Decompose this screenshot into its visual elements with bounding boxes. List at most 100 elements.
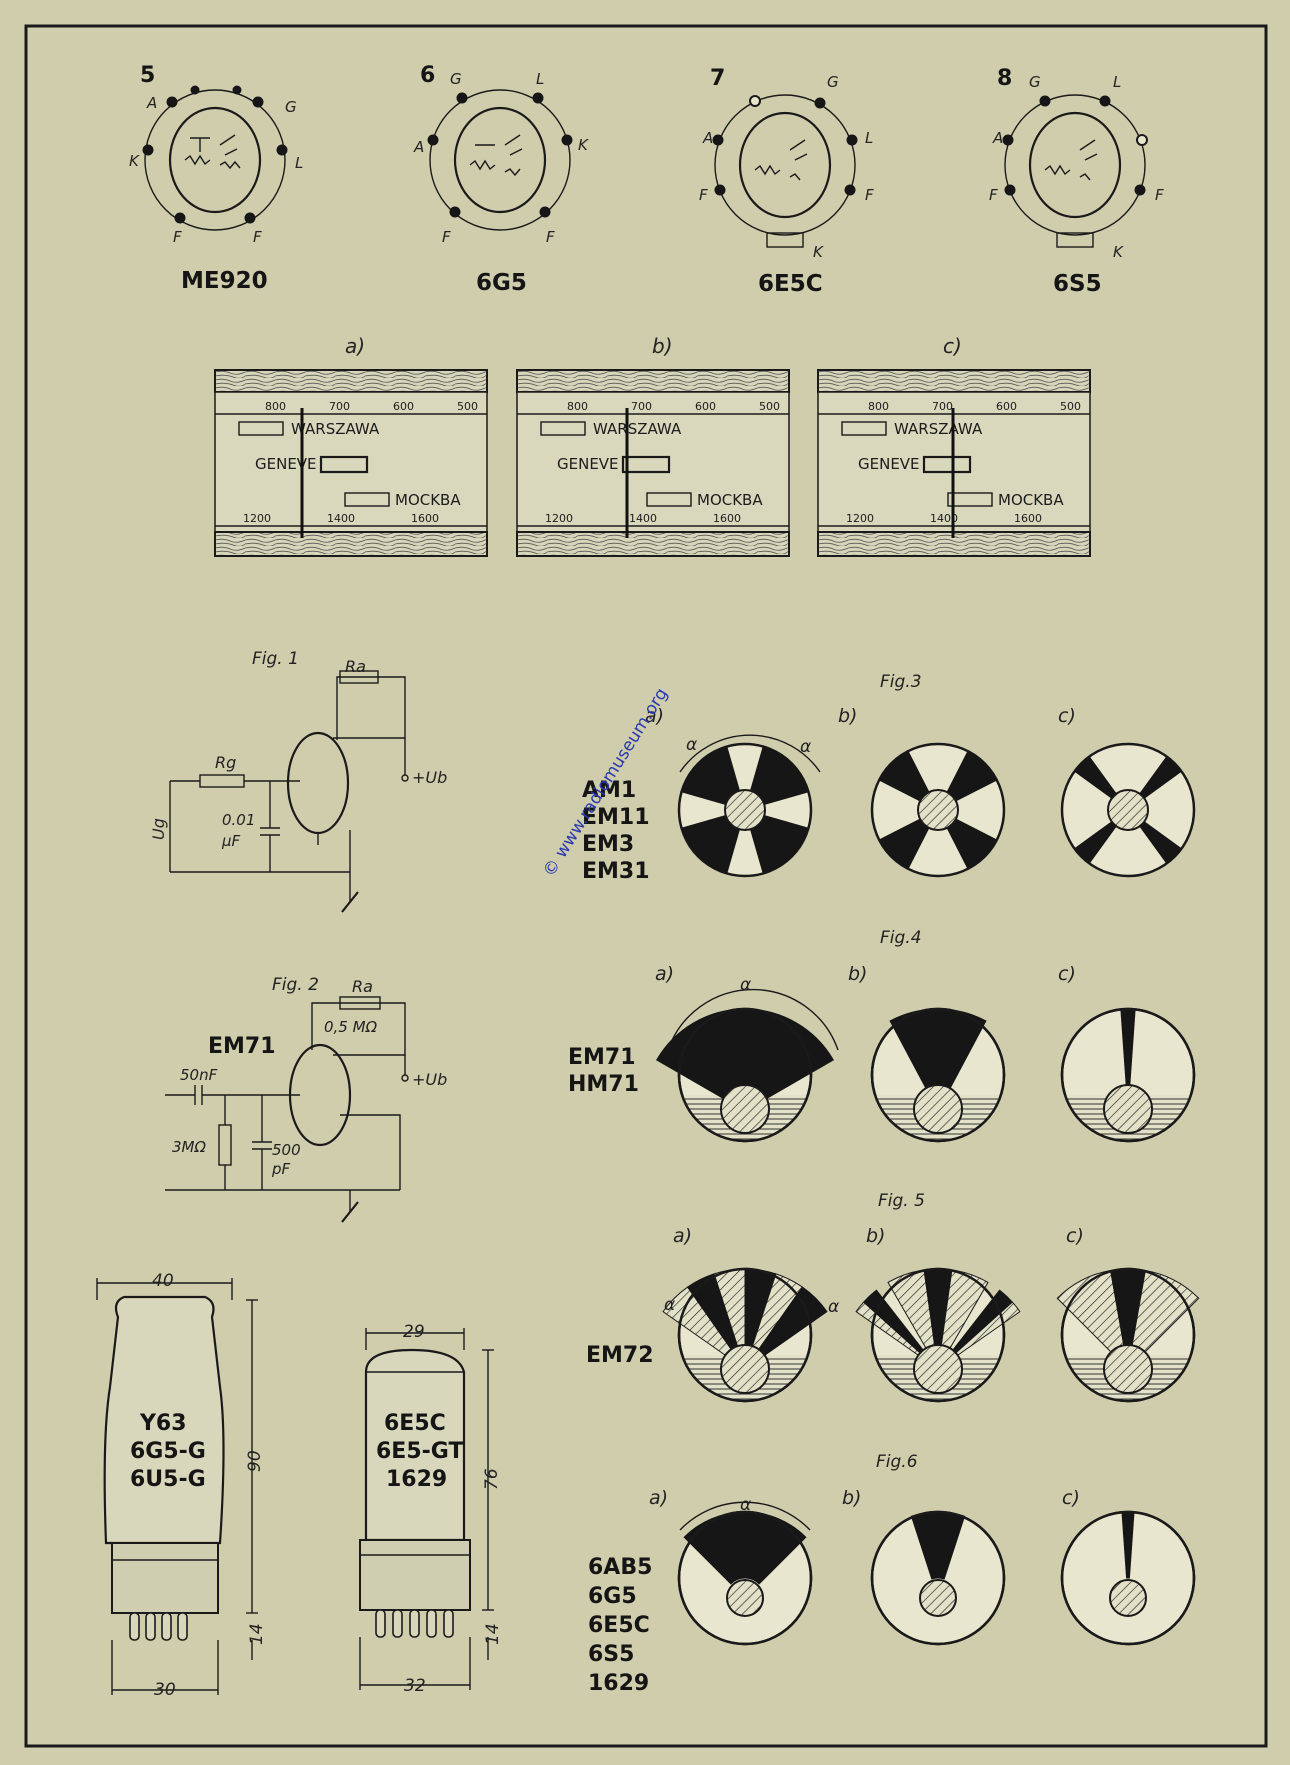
dial-top-scale-tick: 600 <box>695 400 716 413</box>
target-cap <box>720 1344 770 1394</box>
dial-bottom-scale-tick: 1400 <box>930 512 958 525</box>
target-cap <box>1103 1344 1153 1394</box>
fig6-tube-name: 6G5 <box>588 1584 637 1609</box>
fig5-tube-name: EM72 <box>586 1343 654 1368</box>
shadow-sector <box>744 809 810 875</box>
eye-fig3 <box>677 742 813 878</box>
tube-small-base-width: 32 <box>404 1676 426 1696</box>
station-name: MOCKBA <box>395 491 461 509</box>
fig2-r-in: 3MΩ <box>172 1138 206 1156</box>
fig2-c2-unit: pF <box>271 1160 291 1178</box>
shadow-sector <box>862 1289 939 1370</box>
fig4-label: b) <box>848 963 867 985</box>
station-name: GENEVE <box>557 455 619 473</box>
fig3-tube-name: AM1 <box>582 778 636 803</box>
target-cap <box>913 1344 963 1394</box>
eye-rim <box>677 1007 813 1143</box>
dial-bottom-scale-tick: 1400 <box>629 512 657 525</box>
pin-label: L <box>1113 73 1121 91</box>
eye-rim <box>677 1267 813 1403</box>
eye-rim <box>870 1007 1006 1143</box>
fig3-tube-name: EM11 <box>582 805 650 830</box>
socket-tube-name: ME920 <box>181 268 268 294</box>
tube-large-line: 6G5-G <box>130 1439 206 1464</box>
station-name: GENEVE <box>858 455 920 473</box>
fig4-tube-name: EM71 <box>568 1045 636 1070</box>
tube-large-base: 14 <box>247 1623 267 1645</box>
pin-label: F <box>699 186 708 204</box>
dial-panel-label: a) <box>345 334 365 358</box>
eye-rim <box>1060 1510 1196 1646</box>
shadow-sector <box>683 1511 807 1585</box>
fig2-tube: EM71 <box>208 1034 276 1059</box>
tube-large-height: 90 <box>245 1450 265 1472</box>
target-cap <box>720 1084 770 1134</box>
pin-label: K <box>813 243 824 261</box>
target-cap <box>917 789 959 831</box>
fig5-label: c) <box>1066 1225 1084 1247</box>
pin-label: K <box>578 136 589 154</box>
alpha-label: α <box>740 975 751 995</box>
fig6-tube-name: 6E5C <box>588 1613 650 1638</box>
target-cap <box>913 1084 963 1134</box>
shadow-sector <box>680 809 746 875</box>
fig2-ra-value: 0,5 MΩ <box>324 1018 378 1036</box>
eye-fan <box>662 1267 828 1403</box>
fig3-label: c) <box>1058 705 1076 727</box>
fig3-tube-name: EM31 <box>582 859 650 884</box>
pin-label: G <box>450 70 462 88</box>
pin-label: K <box>1113 243 1124 261</box>
tube-large-line: 6U5-G <box>130 1467 206 1492</box>
dial-bottom-scale-tick: 1400 <box>327 512 355 525</box>
fig6-label: a) <box>649 1487 668 1509</box>
socket-6s5: 8 G L A F F K 6S5 <box>989 66 1164 297</box>
alpha-arc <box>667 988 839 1051</box>
socket-6e5c: 7 A G L F F K 6E5C <box>699 66 874 297</box>
station-marker <box>344 492 390 507</box>
target-cap <box>919 1579 957 1617</box>
eye-rim <box>677 1510 813 1646</box>
tube-small-height: 76 <box>482 1468 502 1490</box>
station-marker <box>922 455 972 474</box>
fig1-ub: +Ub <box>412 768 447 787</box>
fig2-ra: Ra <box>352 977 373 996</box>
fig4-tube-name: HM71 <box>568 1072 639 1097</box>
dial-top-roller <box>516 369 790 393</box>
eye-fan <box>870 1007 1006 1143</box>
station-marker <box>841 421 887 436</box>
eye-fan <box>1056 1267 1200 1403</box>
eye-fig3 <box>870 742 1006 878</box>
eye-rim <box>870 1267 1006 1403</box>
socket-number: 7 <box>710 66 725 91</box>
dial-bottom-scale-tick: 1600 <box>1014 512 1042 525</box>
pin-label: L <box>536 70 544 88</box>
tube-small-line: 6E5C <box>384 1411 446 1436</box>
fig1-ra: Ra <box>345 657 366 676</box>
station-marker <box>646 492 692 507</box>
socket-tube-name: 6G5 <box>476 270 527 296</box>
tube-small-line: 6E5-GT <box>376 1439 463 1464</box>
target-cap <box>1109 1579 1147 1617</box>
dial-panel-label: c) <box>943 334 962 358</box>
socket-tube-name: 6S5 <box>1053 271 1102 297</box>
fig6-tube-name: 6S5 <box>588 1642 634 1667</box>
socket-number: 8 <box>997 66 1012 91</box>
station-name: GENEVE <box>255 455 317 473</box>
dial-bottom-scale-tick: 1200 <box>545 512 573 525</box>
tube-y63: Y63 6G5-G 6U5-G 40 90 14 30 <box>96 1271 267 1700</box>
station-name: MOCKBA <box>697 491 763 509</box>
station-marker <box>947 492 993 507</box>
fig3-label: b) <box>838 705 857 727</box>
dial-top-scale-tick: 600 <box>393 400 414 413</box>
dial-bottom-scale-tick: 1200 <box>846 512 874 525</box>
shadow-sector <box>680 745 746 811</box>
fig1-rg: Rg <box>215 753 236 772</box>
fig3-label: a) <box>645 705 664 727</box>
station-marker <box>319 455 369 474</box>
tube-large-width: 40 <box>152 1271 174 1291</box>
pin-label: A <box>413 138 424 156</box>
dial-top-roller <box>214 369 488 393</box>
station-name: WARSZAWA <box>894 420 983 438</box>
